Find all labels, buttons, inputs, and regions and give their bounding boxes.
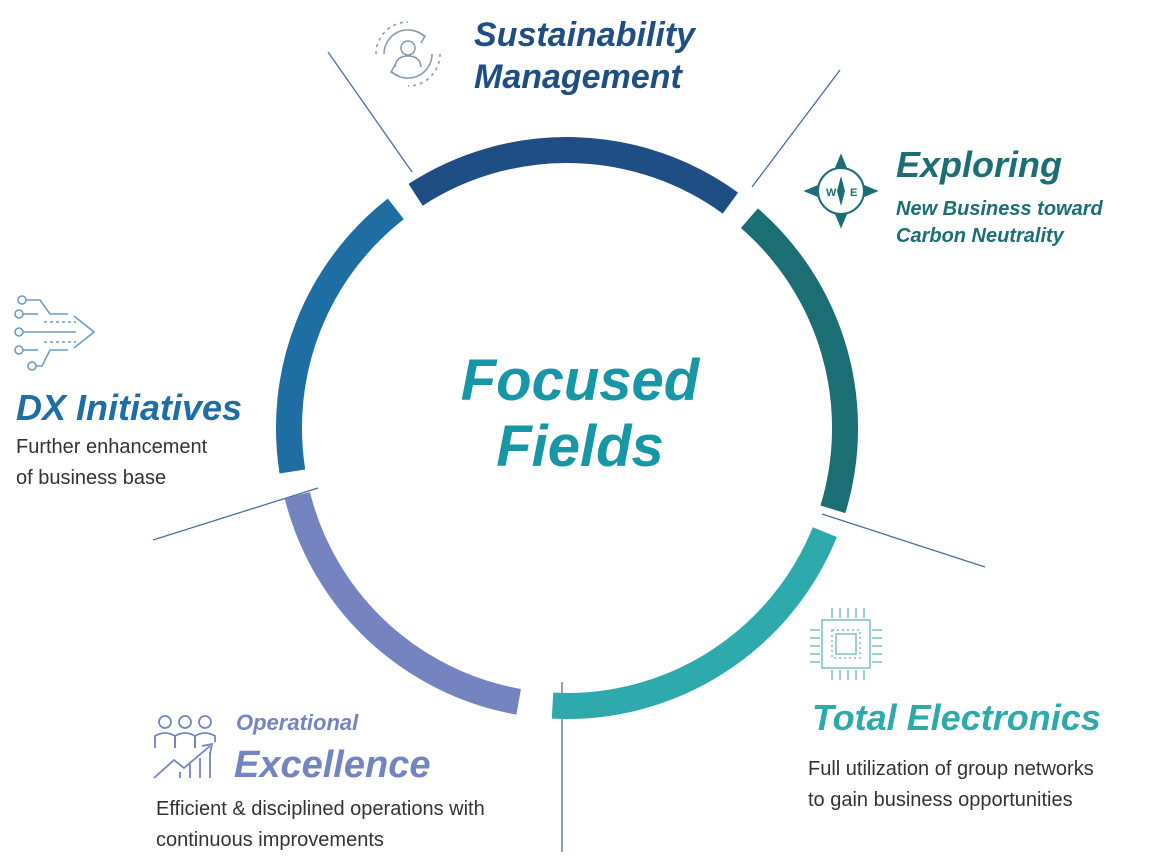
dx-initiatives-description: Further enhancement of business base xyxy=(16,432,207,494)
ring-segment-dx-initiatives xyxy=(275,198,404,474)
compass-icon: W E xyxy=(803,153,879,229)
svg-text:W: W xyxy=(826,187,837,199)
total-electronics-desc-line1: Full utilization of group networks xyxy=(808,758,1094,780)
operational-excellence-title-line1: Operational xyxy=(236,710,359,735)
person-cycle-icon xyxy=(375,21,441,87)
total-electronics-description: Full utilization of group networks to ga… xyxy=(808,754,1094,816)
divider-line-top-left xyxy=(327,51,413,173)
operational-excellence-desc-line1: Efficient & disciplined operations with xyxy=(156,798,485,820)
center-title: Focused Fields xyxy=(400,348,760,480)
dx-initiatives-desc-line2: of business base xyxy=(16,467,167,489)
operational-excellence-description: Efficient & disciplined operations with … xyxy=(156,794,485,856)
ring-segment-operational-excellence xyxy=(284,492,521,715)
sustainability-title: Sustainability Management xyxy=(474,14,695,98)
microchip-icon xyxy=(810,608,882,680)
operational-excellence-desc-line2: continuous improvements xyxy=(156,829,384,851)
divider-line-top-right xyxy=(751,69,841,188)
divider-line-left xyxy=(152,487,319,541)
total-electronics-desc-line2: to gain business opportunities xyxy=(808,789,1073,811)
svg-text:E: E xyxy=(850,187,857,199)
dx-initiatives-desc-line1: Further enhancement xyxy=(16,436,208,458)
center-title-line2: Fields xyxy=(496,414,664,479)
sustainability-title-line1: Sustainability xyxy=(474,16,696,54)
exploring-subtitle-line2: Carbon Neutrality xyxy=(896,225,1064,247)
center-title-line1: Focused xyxy=(460,348,700,413)
sustainability-title-line2: Management xyxy=(474,58,682,96)
ring-segment-sustainability xyxy=(408,136,739,214)
exploring-title: Exploring xyxy=(896,144,1063,185)
exploring-subtitle-line1: New Business toward xyxy=(896,198,1103,220)
team-growth-icon xyxy=(153,715,216,779)
dx-initiatives-title: DX Initiatives xyxy=(16,387,243,428)
total-electronics-title: Total Electronics xyxy=(812,697,1101,738)
divider-line-right xyxy=(821,513,986,568)
exploring-subtitle: New Business toward Carbon Neutrality xyxy=(896,196,1103,250)
ring-segment-exploring xyxy=(740,208,859,514)
circuit-arrow-icon xyxy=(14,295,96,371)
operational-excellence-title-line2: Excellence xyxy=(234,744,431,786)
ring-segment-total-electronics xyxy=(551,527,837,719)
